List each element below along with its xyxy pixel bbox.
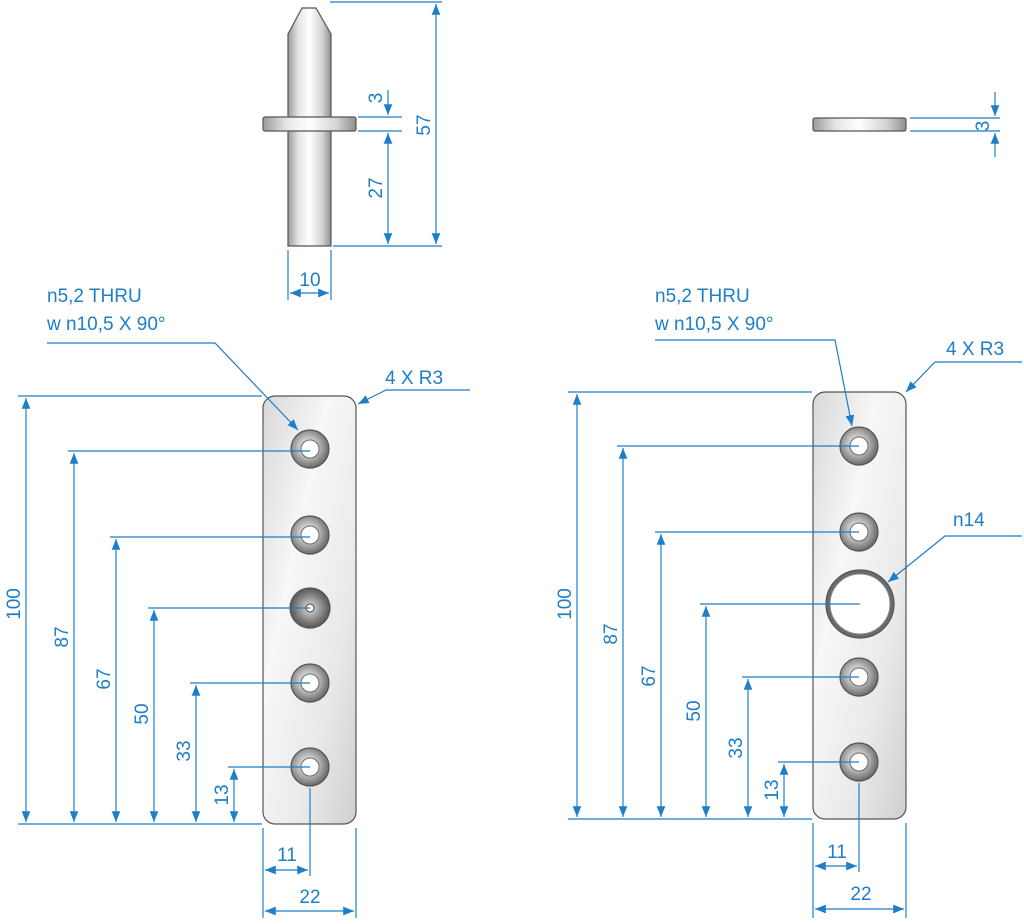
pin-dim-27: 27 bbox=[366, 177, 387, 198]
right-hole-note-line2: w n10,5 X 90° bbox=[654, 314, 774, 335]
left-hole-note-line1: n5,2 THRU bbox=[47, 286, 142, 307]
plate-right-view: 100 87 67 50 33 13 11 22 n5,2 THRU w n10… bbox=[555, 286, 1022, 918]
left-dim-11: 11 bbox=[277, 845, 297, 866]
right-dim-67: 67 bbox=[639, 665, 660, 686]
pin-dim-57: 57 bbox=[414, 114, 435, 135]
countersunk-hole bbox=[290, 515, 330, 555]
right-dim-13: 13 bbox=[762, 779, 783, 800]
plate-edge-view: 3 bbox=[812, 92, 1000, 157]
left-hole-note-line2: w n10,5 X 90° bbox=[46, 314, 166, 335]
pin-dim-10: 10 bbox=[299, 270, 320, 291]
right-corner-note: 4 X R3 bbox=[946, 339, 1004, 360]
left-dim-33: 33 bbox=[174, 740, 195, 761]
pin-side-view: 57 27 3 10 bbox=[262, 1, 442, 300]
left-dim-100: 100 bbox=[4, 588, 25, 620]
pin-dim-3: 3 bbox=[366, 93, 387, 104]
countersunk-hole bbox=[290, 429, 330, 469]
right-dim-100: 100 bbox=[555, 588, 576, 620]
left-dim-87: 87 bbox=[52, 626, 73, 647]
left-dim-67: 67 bbox=[94, 668, 115, 689]
right-dim-87: 87 bbox=[601, 623, 622, 644]
right-hole-note-line1: n5,2 THRU bbox=[655, 286, 750, 307]
pin-flange bbox=[262, 116, 357, 132]
left-corner-note: 4 X R3 bbox=[385, 368, 443, 389]
left-dim-13: 13 bbox=[212, 784, 233, 805]
plate-left-view: 100 87 67 50 33 13 11 22 n5,2 THRU w n10… bbox=[4, 286, 470, 918]
right-dim-11: 11 bbox=[827, 842, 847, 863]
left-dim-50: 50 bbox=[132, 703, 153, 724]
left-dim-22: 22 bbox=[299, 887, 320, 908]
right-dim-22: 22 bbox=[850, 884, 871, 905]
edge-dim-3: 3 bbox=[973, 121, 994, 132]
right-dim-50: 50 bbox=[684, 700, 705, 721]
right-big-hole-note: n14 bbox=[953, 510, 985, 531]
plate-edge bbox=[812, 117, 907, 132]
right-dim-33: 33 bbox=[726, 737, 747, 758]
